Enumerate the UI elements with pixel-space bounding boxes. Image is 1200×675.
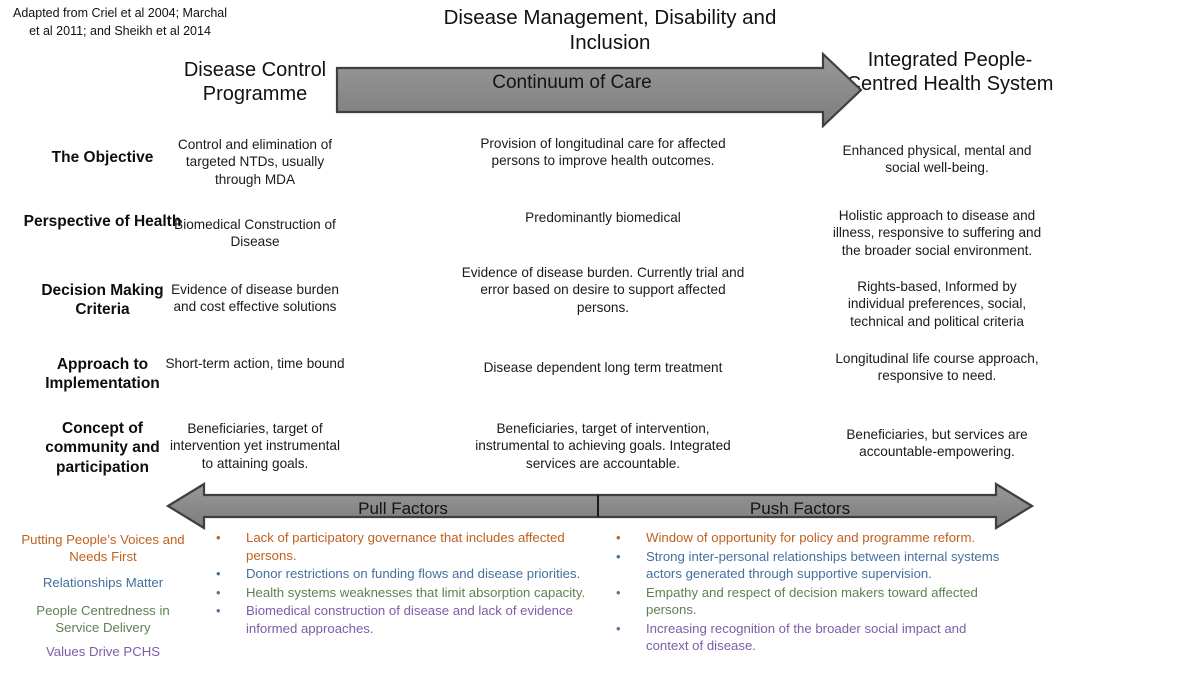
list-item: • Donor restrictions on funding flows an… <box>208 565 600 583</box>
principle-people-centredness: People Centredness in Service Delivery <box>36 603 170 636</box>
cell-community-disease-control: Beneficiaries, target of intervention ye… <box>169 421 340 471</box>
double-arrow-icon <box>166 482 1034 530</box>
cell-community-integrated-pchs: Beneficiaries, but services are accounta… <box>846 427 1028 460</box>
cell-perspective-integrated-pchs: Holistic approach to disease and illness… <box>832 208 1042 258</box>
row-label-perspective-of-health: Perspective of Health <box>23 213 182 230</box>
list-item-text: Biomedical construction of disease and l… <box>246 603 573 636</box>
bullet-icon: • <box>216 566 221 582</box>
list-item-text: Empathy and respect of decision makers t… <box>646 584 978 618</box>
bullet-icon: • <box>216 584 221 600</box>
cell-community-disease-management: Beneficiaries, target of intervention, i… <box>475 421 731 471</box>
source-attribution-note: Adapted from Criel et al 2004; Marchal e… <box>13 6 227 39</box>
list-item-text: Lack of participatory governance that in… <box>246 530 565 563</box>
cell-decision-disease-control: Evidence of disease burden and cost effe… <box>171 282 339 315</box>
column-header-disease-control: Disease Control Programme <box>183 59 327 105</box>
bullet-icon: • <box>216 603 221 619</box>
bullet-icon: • <box>616 530 621 545</box>
bullet-icon: • <box>216 530 221 545</box>
cell-decision-disease-management: Evidence of disease burden. Currently tr… <box>461 265 745 315</box>
cell-perspective-disease-control: Biomedical Construction of Disease <box>174 217 336 250</box>
continuum-of-care-label: Continuum of Care <box>492 72 652 93</box>
cell-approach-disease-management: Disease dependent long term treatment <box>483 360 723 375</box>
cell-perspective-disease-management: Predominantly biomedical <box>525 210 681 225</box>
row-label-approach-to-implementation: Approach to Implementation <box>45 356 160 393</box>
row-label-decision-making-criteria: Decision Making Criteria <box>41 282 164 319</box>
cell-approach-integrated-pchs: Longitudinal life course approach, respo… <box>835 351 1039 384</box>
list-item: • Strong inter-personal relationships be… <box>608 548 1008 583</box>
list-item: • Lack of participatory governance that … <box>208 529 600 564</box>
pull-factors-list: • Lack of participatory governance that … <box>208 529 600 638</box>
row-label-concept-of-community: Concept of community and participation <box>45 420 160 476</box>
cell-objective-integrated-pchs: Enhanced physical, mental and social wel… <box>842 143 1032 176</box>
list-item: • Biomedical construction of disease and… <box>208 602 600 637</box>
right-arrow-icon <box>335 52 863 128</box>
principle-putting-people-voices-first: Putting People’s Voices and Needs First <box>21 532 185 565</box>
list-item-text: Health systems weaknesses that limit abs… <box>246 584 586 600</box>
cell-objective-disease-control: Control and elimination of targeted NTDs… <box>177 137 333 187</box>
column-header-disease-management: Disease Management, Disability and Inclu… <box>443 6 777 54</box>
push-factors-list: • Window of opportunity for policy and p… <box>608 529 1008 656</box>
cell-objective-disease-management: Provision of longitudinal care for affec… <box>480 136 726 169</box>
list-item: • Increasing recognition of the broader … <box>608 620 1008 655</box>
list-item-text: Strong inter-personal relationships betw… <box>646 548 1000 582</box>
bullet-icon: • <box>616 584 621 600</box>
push-pull-factors-arrow <box>166 481 1034 531</box>
column-header-integrated-pchs: Integrated People-Centred Health System <box>846 49 1054 95</box>
list-item-text: Increasing recognition of the broader so… <box>646 620 967 654</box>
bullet-icon: • <box>616 548 621 564</box>
continuum-of-care-arrow <box>335 52 863 128</box>
list-item-text: Window of opportunity for policy and pro… <box>646 530 976 545</box>
row-label-the-objective: The Objective <box>51 149 154 166</box>
cell-decision-integrated-pchs: Rights-based, Informed by individual pre… <box>847 279 1027 329</box>
list-item: • Health systems weaknesses that limit a… <box>208 584 600 602</box>
list-item-text: Donor restrictions on funding flows and … <box>246 566 581 582</box>
principle-relationships-matter: Relationships Matter <box>42 575 164 590</box>
list-item: • Window of opportunity for policy and p… <box>608 529 1008 547</box>
list-item: • Empathy and respect of decision makers… <box>608 584 1008 619</box>
push-factors-label: Push Factors <box>749 499 851 518</box>
principle-values-drive-pchs: Values Drive PCHS <box>45 644 161 659</box>
bullet-icon: • <box>616 620 621 636</box>
cell-approach-disease-control: Short-term action, time bound <box>165 356 345 371</box>
pull-factors-label: Pull Factors <box>358 499 448 518</box>
